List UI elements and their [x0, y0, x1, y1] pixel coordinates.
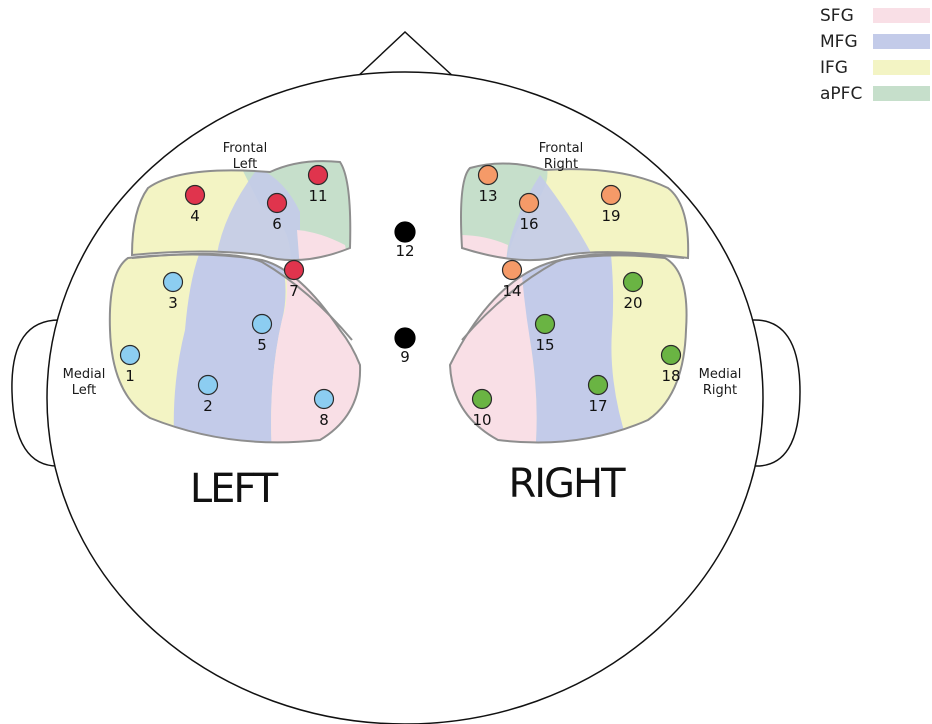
channel-11-marker	[307, 164, 329, 186]
legend-swatch-apfc	[873, 86, 930, 101]
left-sulcus-line	[131, 252, 353, 341]
right-medial-outline	[448, 254, 688, 444]
left-hemisphere-label: LEFT	[190, 466, 279, 512]
legend-label-ifg: IFG	[820, 58, 848, 78]
legend-swatch-mfg	[873, 34, 930, 49]
left-frontal-outline	[130, 160, 352, 262]
channel-1-marker	[119, 344, 141, 366]
channel-9-marker	[394, 327, 416, 349]
legend-label-apfc: aPFC	[820, 84, 862, 104]
channel-5-marker	[251, 313, 273, 335]
channel-15-marker	[534, 313, 556, 335]
channel-7-marker	[283, 259, 305, 281]
frontal-left-label: Frontal	[223, 141, 267, 156]
channel-8-marker	[313, 388, 335, 410]
channel-12-label: 12	[395, 242, 414, 260]
channel-10-label: 10	[472, 411, 491, 429]
channel-11-label: 11	[308, 187, 327, 205]
channel-13-marker	[477, 164, 499, 186]
channel-8-label: 8	[319, 411, 329, 429]
legend-swatch-ifg	[873, 60, 930, 75]
right-hemisphere-label: RIGHT	[508, 461, 626, 507]
channel-4-marker	[184, 184, 206, 206]
channel-3-label: 3	[168, 294, 178, 312]
legend-swatch-sfg	[873, 8, 930, 23]
legend-label-sfg: SFG	[820, 6, 854, 26]
channel-5-label: 5	[257, 336, 267, 354]
medial-right-label-2: Right	[703, 383, 737, 398]
channel-20-label: 20	[623, 294, 642, 312]
left-medial-outline	[108, 253, 362, 444]
channel-4-label: 4	[190, 207, 200, 225]
channel-16-marker	[518, 192, 540, 214]
right-ear	[751, 319, 801, 467]
medial-left-label-2: Left	[72, 383, 96, 398]
channel-9-label: 9	[400, 348, 410, 366]
channel-20-marker	[622, 271, 644, 293]
channel-2-marker	[197, 374, 219, 396]
channel-10-marker	[471, 388, 493, 410]
channel-1-label: 1	[125, 367, 135, 385]
legend-label-mfg: MFG	[820, 32, 858, 52]
channel-14-label: 14	[502, 282, 521, 300]
channel-17-marker	[587, 374, 609, 396]
frontal-left-label-2: Left	[233, 157, 257, 172]
channel-2-label: 2	[203, 397, 213, 415]
channel-19-marker	[600, 184, 622, 206]
medial-right-label: Medial	[699, 367, 742, 382]
nose	[355, 30, 456, 79]
channel-16-label: 16	[519, 215, 538, 233]
channel-3-marker	[162, 271, 184, 293]
channel-7-label: 7	[289, 282, 299, 300]
legend: SFG MFG IFG aPFC	[820, 6, 930, 104]
channel-12-marker	[394, 221, 416, 243]
channel-14-marker	[501, 259, 523, 281]
channel-19-label: 19	[601, 207, 620, 225]
channel-6-marker	[266, 192, 288, 214]
channel-18-marker	[660, 344, 682, 366]
frontal-right-label-2: Right	[544, 157, 578, 172]
right-sulcus-line	[461, 252, 685, 341]
channel-13-label: 13	[478, 187, 497, 205]
channel-17-label: 17	[588, 397, 607, 415]
medial-left-label: Medial	[63, 367, 106, 382]
frontal-right-label: Frontal	[539, 141, 583, 156]
channel-6-label: 6	[272, 215, 282, 233]
channel-15-label: 15	[535, 336, 554, 354]
channel-18-label: 18	[661, 367, 680, 385]
